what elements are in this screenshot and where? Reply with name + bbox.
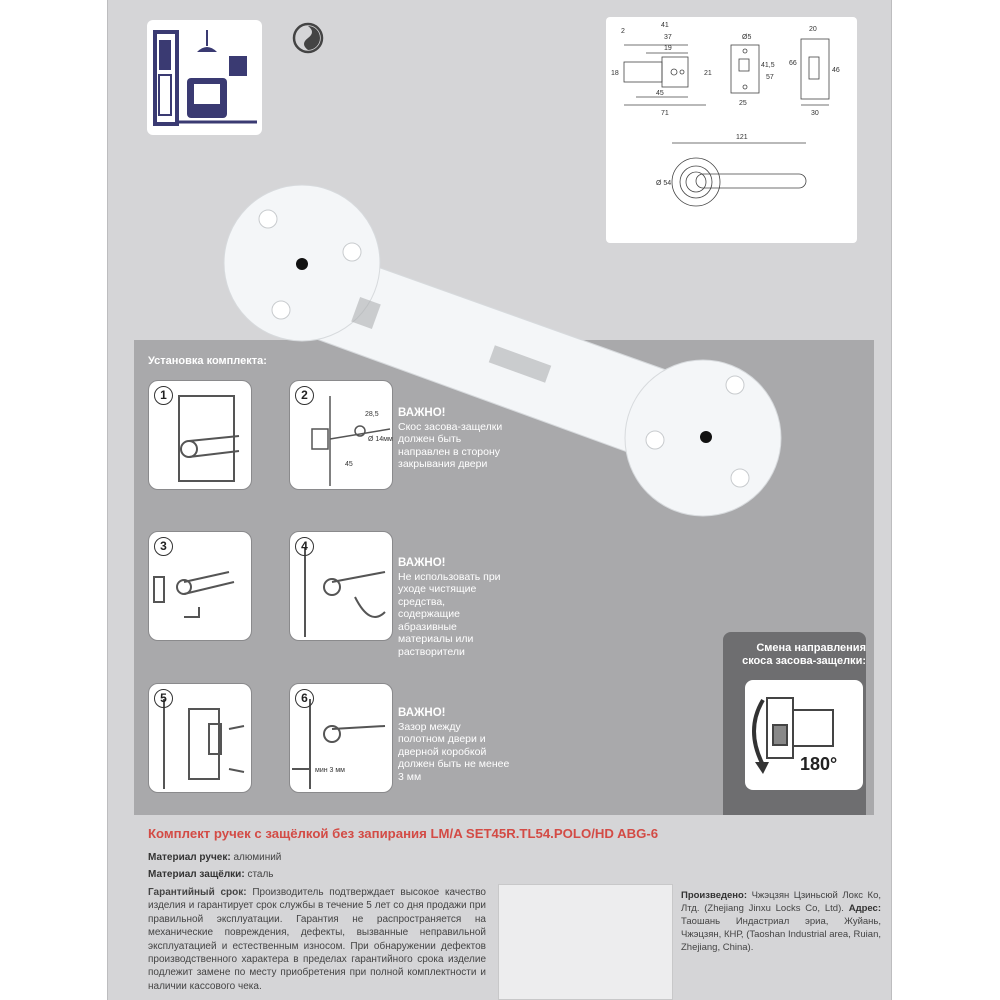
svg-text:25: 25 (739, 100, 747, 107)
latch-reversal-title: Смена направления скоса засова-защелки: (742, 642, 866, 667)
step-number: 2 (295, 386, 314, 405)
svg-text:Ø5: Ø5 (742, 34, 751, 41)
svg-text:18: 18 (611, 70, 619, 77)
step-4-box: 4 (289, 531, 393, 641)
svg-text:28,5: 28,5 (365, 411, 379, 418)
note-latch-direction: ВАЖНО! Скос засова-защелки должен быть н… (398, 407, 503, 470)
svg-text:Ø 14мм: Ø 14мм (368, 436, 393, 443)
svg-text:66: 66 (789, 60, 797, 67)
svg-text:57: 57 (766, 74, 774, 81)
svg-text:45: 45 (656, 90, 664, 97)
cleaning-illustration (304, 547, 386, 637)
svg-text:46: 46 (832, 67, 840, 74)
step-number: 1 (154, 386, 173, 405)
step-number: 3 (154, 537, 173, 556)
step-6-box: 6 мин 3 мм (289, 683, 393, 793)
strike-plate-illustration (163, 699, 245, 789)
gap-illustration: мин 3 мм (292, 699, 386, 789)
latch-icon: 180° (752, 697, 837, 774)
interior-icon-panel (147, 20, 262, 135)
manufacturer-info: Произведено: Чжэцзян Цзиньсюй Локс Ко, Л… (681, 890, 882, 953)
barcode-area (498, 884, 673, 1000)
note-cleaning: ВАЖНО! Не использовать при уходе чистящи… (398, 557, 501, 658)
step-1-box: 1 (148, 380, 252, 490)
interior-room-icon (153, 30, 257, 126)
note-door-gap: ВАЖНО! Зазор между полотном двери и двер… (398, 707, 510, 783)
svg-text:21: 21 (704, 70, 712, 77)
svg-text:мин 3 мм: мин 3 мм (315, 767, 345, 774)
step-2-box: 2 28,5 45 Ø 14мм (289, 380, 393, 490)
warranty-text: Гарантийный срок: Производитель подтверж… (148, 887, 486, 992)
svg-text:71: 71 (661, 110, 669, 117)
svg-text:37: 37 (664, 34, 672, 41)
rotation-angle: 180° (800, 754, 837, 774)
svg-text:2: 2 (621, 28, 625, 35)
step-3-box: 3 (148, 531, 252, 641)
svg-text:45: 45 (345, 461, 353, 468)
step-number: 6 (295, 689, 314, 708)
product-title: Комплект ручек с защёлкой без запирания … (148, 826, 659, 841)
green-dot-recycle-icon (292, 22, 324, 54)
svg-text:121: 121 (736, 134, 748, 141)
svg-text:19: 19 (664, 45, 672, 52)
rotate-arrow-icon (752, 698, 769, 774)
latch-reversal-illustration: 180° (745, 680, 863, 790)
spec-latch-material: Материал защёлки: сталь (148, 869, 274, 880)
installation-title: Установка комплекта: (148, 355, 267, 367)
technical-drawing-panel: 2 41 37 19 18 21 45 71 Ø5 41,5 57 25 20 … (606, 17, 857, 243)
svg-text:30: 30 (811, 110, 819, 117)
svg-text:41,5: 41,5 (761, 62, 775, 69)
spec-handle-material: Материал ручек: алюминий (148, 852, 282, 863)
handle-attach-illustration (153, 571, 235, 618)
svg-text:Ø 54: Ø 54 (656, 180, 671, 187)
svg-text:20: 20 (809, 26, 817, 33)
handle-illustration (178, 395, 240, 482)
latch-drawing: 2 41 37 19 18 21 45 71 Ø5 41,5 57 25 20 … (611, 22, 840, 207)
svg-text:41: 41 (661, 22, 669, 29)
latch-install-illustration: 28,5 45 Ø 14мм (311, 396, 393, 486)
step-number: 5 (154, 689, 173, 708)
step-5-box: 5 (148, 683, 252, 793)
step-number: 4 (295, 537, 314, 556)
